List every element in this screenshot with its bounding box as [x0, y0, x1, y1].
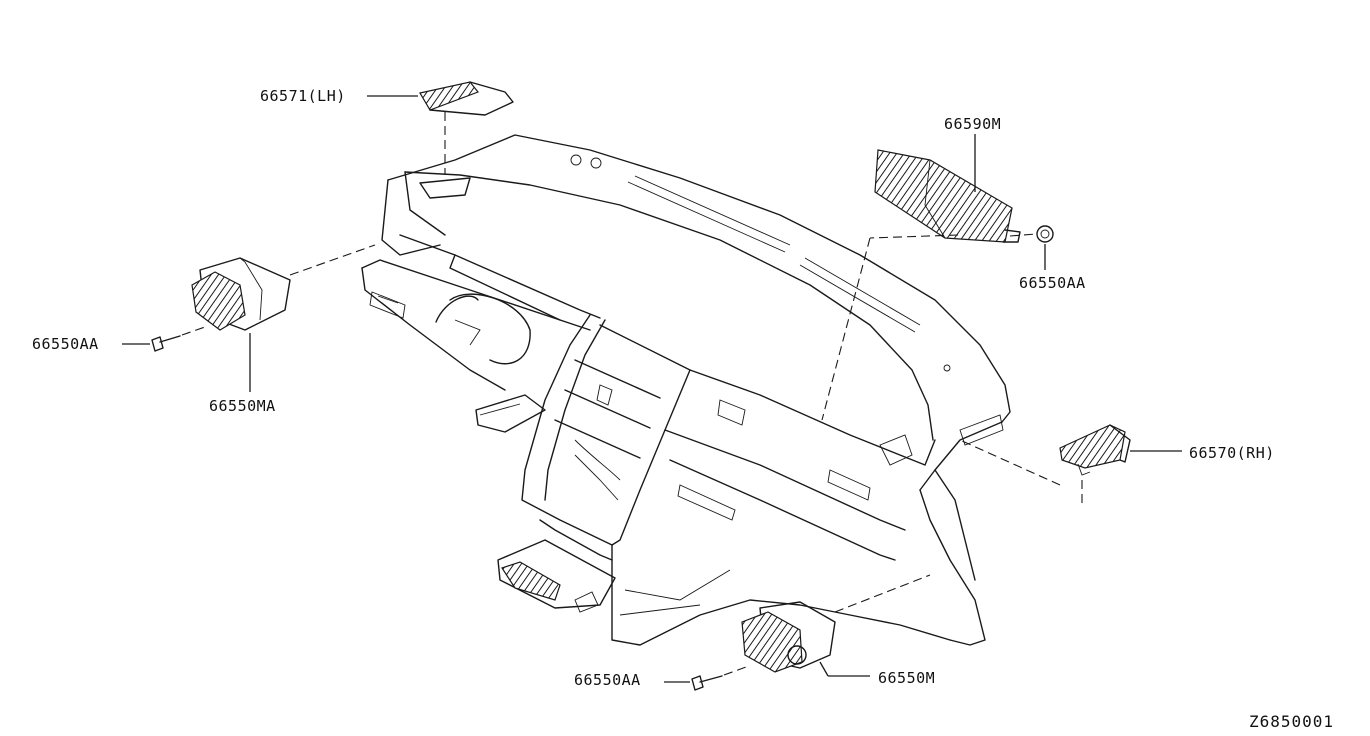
- dashboard-panel: [361, 134, 1011, 646]
- right-lower-vent-part: [741, 574, 931, 673]
- lh-side-vent-part: [419, 81, 514, 175]
- lower-center-vent-part: [497, 539, 616, 613]
- label-lh-side-vent: 66571(LH): [260, 87, 346, 105]
- label-center-right-vent: 66590M: [944, 115, 1001, 133]
- label-upper-right-screw: 66550AA: [1019, 274, 1086, 292]
- label-rh-side-vent: 66570(RH): [1189, 444, 1275, 462]
- diagram-code: Z6850001: [1249, 712, 1334, 731]
- leader-lines: [122, 95, 1182, 683]
- left-screw-part: [151, 326, 206, 352]
- left-vent-part: [191, 244, 376, 331]
- label-left-screw: 66550AA: [32, 335, 99, 353]
- bottom-screw-part: [691, 666, 747, 691]
- label-right-lower-vent: 66550M: [878, 669, 935, 687]
- rh-side-vent-part: [959, 424, 1131, 505]
- upper-right-screw-part: [1009, 225, 1054, 243]
- label-left-vent: 66550MA: [209, 397, 276, 415]
- center-right-vent-part: [821, 149, 1021, 421]
- label-bottom-screw: 66550AA: [574, 671, 641, 689]
